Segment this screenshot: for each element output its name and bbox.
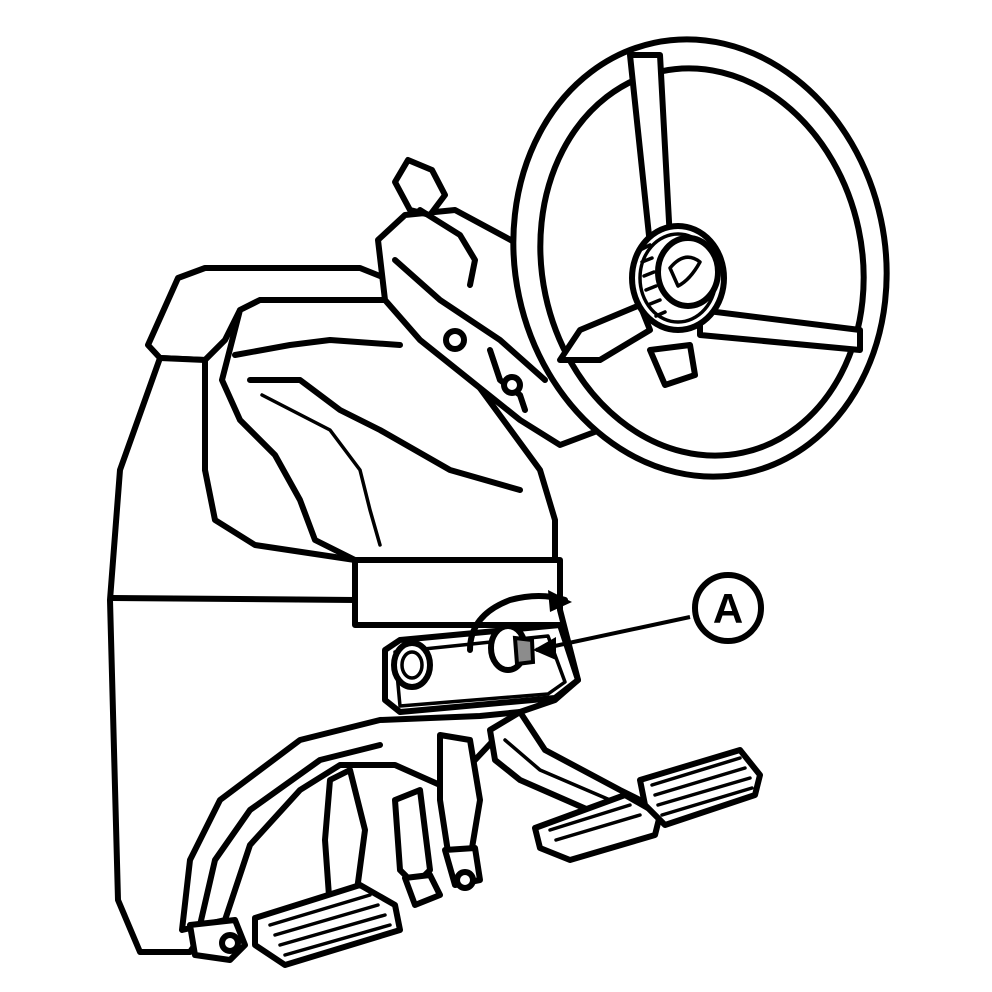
callout-a-circle (692, 572, 764, 644)
callout-a: A (533, 572, 764, 660)
center-linkage (392, 732, 483, 908)
tilt-lever-knob (392, 157, 448, 218)
brake-pedal-left (252, 767, 403, 968)
callout-arrow-head (533, 637, 556, 660)
hub-cap (655, 235, 721, 309)
callout-a-label: A (713, 585, 743, 632)
steering-wheel (510, 36, 890, 480)
spoke-left (557, 302, 653, 363)
forward-reverse-pedals (487, 709, 763, 863)
left-switch (391, 640, 433, 690)
switch-key (512, 635, 536, 667)
rotation-arrow-head (548, 590, 572, 612)
forward-pedal (637, 747, 763, 828)
switch-panel (382, 590, 581, 715)
pedal-frame (179, 709, 523, 963)
